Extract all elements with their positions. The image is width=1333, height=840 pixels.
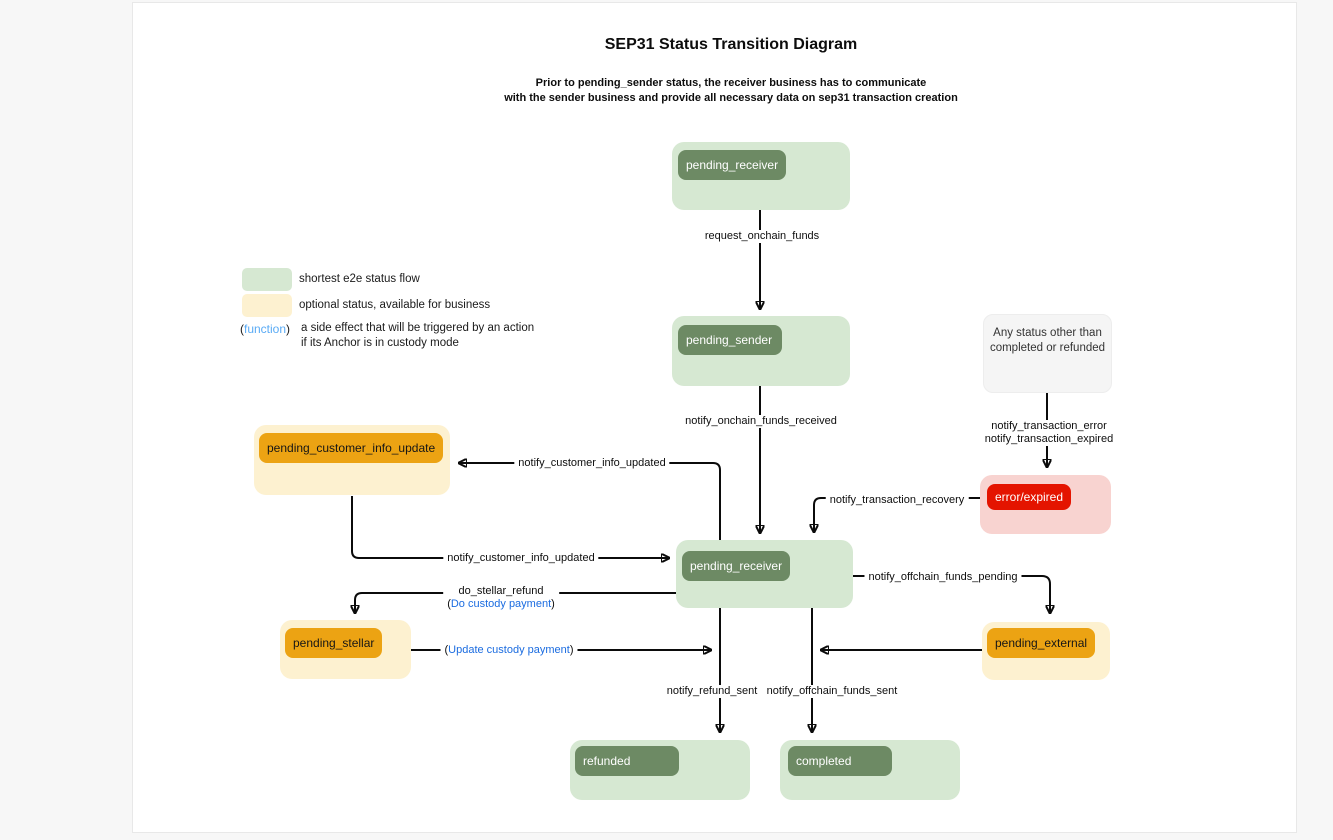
edge-label-request-onchain-funds: request_onchain_funds <box>700 230 824 243</box>
any-status-line-1: Any status other than <box>993 327 1102 339</box>
legend-function-word: function <box>244 322 287 336</box>
edge-label-do-stellar-refund: do_stellar_refund (Do custody payment) <box>443 585 559 611</box>
node-pending-receiver-mid: pending_receiver <box>676 540 853 608</box>
legend-desc-line-2: if its Anchor is in custody mode <box>301 337 459 349</box>
legend-desc-line-1: a side effect that will be triggered by … <box>301 322 535 334</box>
paren-close: ) <box>286 322 291 336</box>
update-custody-payment-blue: Update custody payment <box>448 644 570 656</box>
edge-label-notify-onchain-funds-received: notify_onchain_funds_received <box>681 415 841 428</box>
node-badge-refunded: refunded <box>575 746 679 776</box>
node-badge-error-expired: error/expired <box>987 484 1072 510</box>
node-badge-pending-stellar: pending_stellar <box>285 628 383 658</box>
edge-label-notify-transaction-error: notify_transaction_error <box>991 420 1107 432</box>
any-status-text: Any status other than completed or refun… <box>984 315 1111 356</box>
node-badge-pending-external: pending_external <box>987 628 1096 658</box>
node-badge-pending-receiver-top: pending_receiver <box>678 150 787 180</box>
legend-function-token: (function) <box>240 322 290 336</box>
page-title: SEP31 Status Transition Diagram <box>604 36 858 53</box>
edge-label-update-custody-payment: (Update custody payment) <box>440 644 578 657</box>
do-custody-payment-text: (Do custody payment) <box>447 598 555 611</box>
edge-label-notify-transaction-expired: notify_transaction_expired <box>984 433 1114 445</box>
node-pending-receiver-top: pending_receiver <box>672 142 850 210</box>
edge-label-notify-customer-info-updated-down: notify_customer_info_updated <box>443 552 599 565</box>
edge-label-notify-refund-sent: notify_refund_sent <box>662 685 762 698</box>
legend-label-optional: optional status, available for business <box>299 299 491 311</box>
node-badge-pending-sender: pending_sender <box>678 325 782 355</box>
edge-label-notify-transaction-recovery: notify_transaction_recovery <box>825 494 969 507</box>
node-pending-customer-info-update: pending_customer_info_update <box>254 425 450 495</box>
any-status-line-2: completed or refunded <box>989 342 1106 354</box>
legend-label-green: shortest e2e status flow <box>299 273 420 285</box>
node-pending-external: pending_external <box>982 622 1110 680</box>
node-badge-pending-customer-info-update: pending_customer_info_update <box>259 433 444 463</box>
node-pending-stellar: pending_stellar <box>280 620 411 679</box>
node-any-status: Any status other than completed or refun… <box>983 314 1112 393</box>
node-badge-completed: completed <box>788 746 892 776</box>
paren-close: ) <box>551 598 555 610</box>
paren-open: ( <box>447 598 451 610</box>
diagram-subtitle: Prior to pending_sender status, the rece… <box>504 76 958 106</box>
paren-open: ( <box>240 322 244 336</box>
legend-function-desc: a side effect that will be triggered by … <box>301 321 534 351</box>
subtitle-line-1: Prior to pending_sender status, the rece… <box>535 77 927 89</box>
edge-label-notify-customer-info-updated-up: notify_customer_info_updated <box>514 457 670 470</box>
node-badge-pending-receiver-mid: pending_receiver <box>682 551 791 581</box>
legend-swatch-optional <box>242 294 292 317</box>
legend-swatch-green <box>242 268 292 291</box>
edge-label-notify-transaction-error-expired: notify_transaction_error notify_transact… <box>980 420 1118 446</box>
paren-open: ( <box>444 644 449 656</box>
edge-label-notify-offchain-funds-sent: notify_offchain_funds_sent <box>762 685 902 698</box>
paren-close: ) <box>569 644 574 656</box>
subtitle-line-2: with the sender business and provide all… <box>504 92 958 104</box>
do-stellar-refund-text: do_stellar_refund <box>458 585 544 597</box>
node-completed: completed <box>780 740 960 800</box>
do-custody-payment-blue: Do custody payment <box>450 598 552 610</box>
edge-label-notify-offchain-funds-pending: notify_offchain_funds_pending <box>864 571 1022 584</box>
node-pending-sender: pending_sender <box>672 316 850 386</box>
node-error-expired: error/expired <box>980 475 1111 534</box>
node-refunded: refunded <box>570 740 750 800</box>
